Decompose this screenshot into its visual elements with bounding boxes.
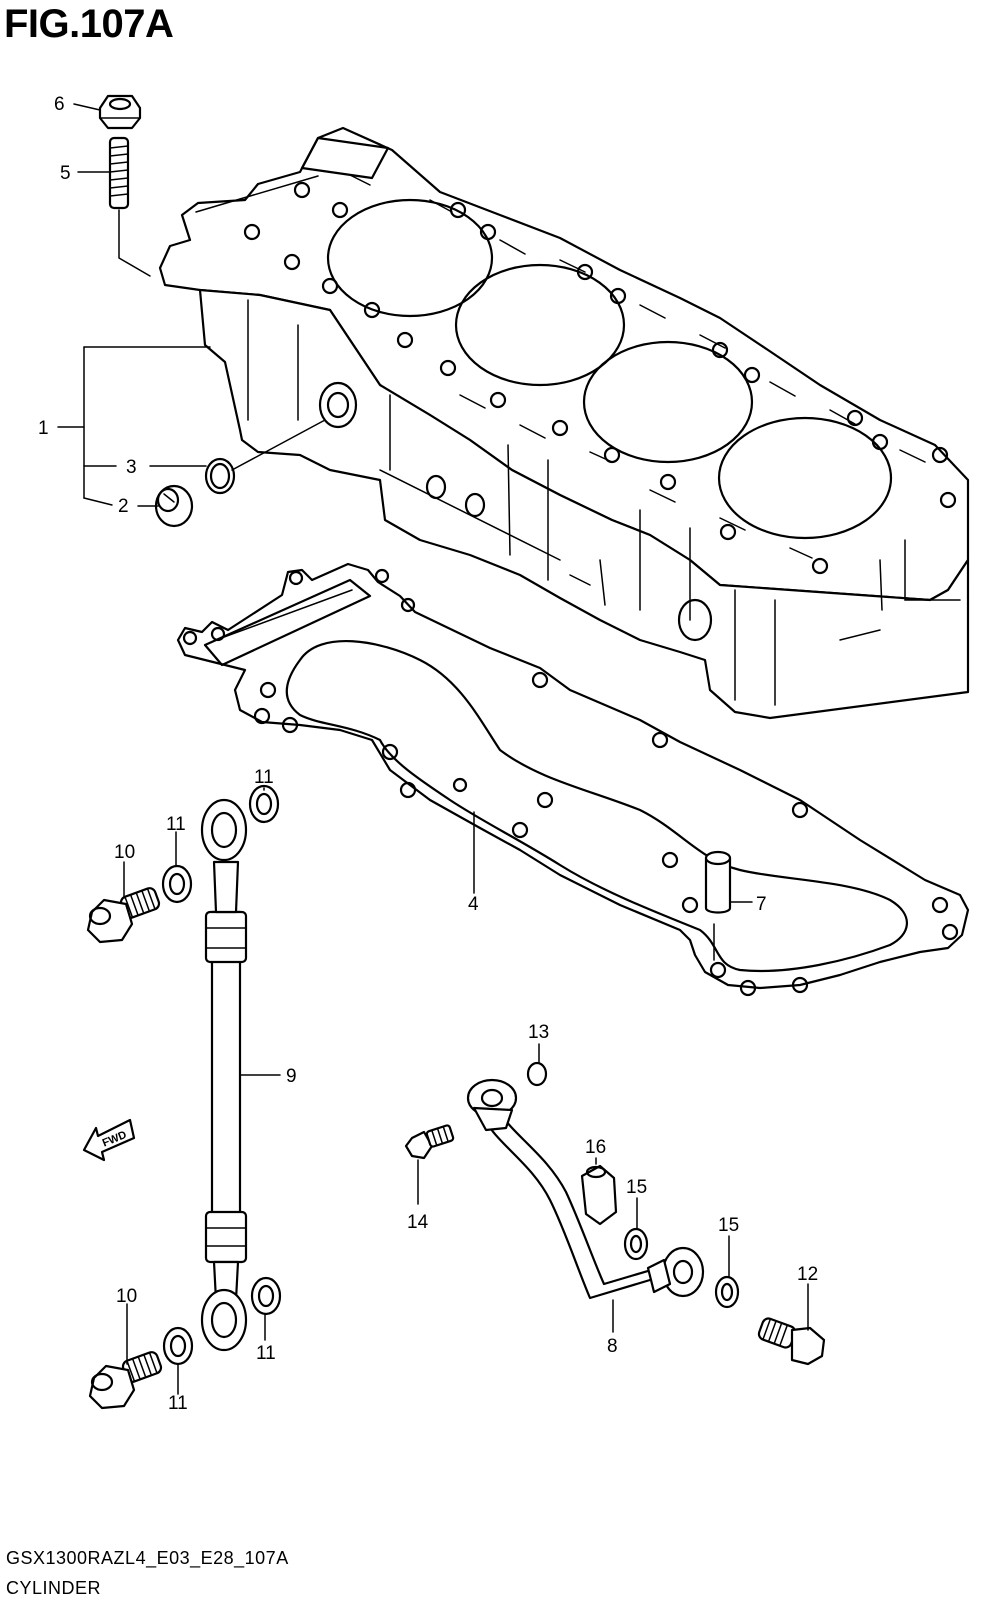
gasket-washer-upper-left[interactable] [161, 864, 193, 904]
callout-10-upper: 10 [114, 842, 135, 863]
callout-11-bottom: 11 [168, 1393, 188, 1414]
gasket-washer-lower-left[interactable] [162, 1326, 194, 1366]
callout-12: 12 [797, 1264, 818, 1285]
pipe-mounting-bolt[interactable] [404, 1124, 455, 1160]
fwd-arrow-icon: FWD [82, 1118, 136, 1162]
pipe-washer-left[interactable] [623, 1227, 649, 1261]
cylinder-block[interactable] [158, 126, 970, 720]
callout-1: 1 [38, 418, 49, 439]
callout-13: 13 [528, 1022, 549, 1043]
cylinder-stud[interactable] [108, 136, 130, 210]
oil-pipe[interactable] [466, 1078, 705, 1300]
callout-5: 5 [60, 163, 71, 184]
gasket-washer-lower-right[interactable] [250, 1276, 282, 1316]
figure-title: FIG.107A [4, 2, 174, 46]
cylinder-head-gasket[interactable] [176, 562, 970, 997]
dowel-pin[interactable] [704, 850, 732, 914]
callout-6: 6 [54, 94, 65, 115]
footer-section-name: CYLINDER [6, 1578, 102, 1598]
pipe-cap[interactable] [580, 1164, 618, 1226]
oil-gallery-plug[interactable] [154, 484, 194, 528]
callout-10-lower: 10 [116, 1286, 137, 1307]
o-ring[interactable] [204, 457, 236, 495]
callout-15-left: 15 [626, 1177, 647, 1198]
callout-labels: 6 5 1 3 2 4 7 11 11 10 9 10 11 11 13 14 … [38, 94, 818, 1414]
callout-2: 2 [118, 496, 129, 517]
callout-16: 16 [585, 1137, 606, 1158]
callout-11-upper-left: 11 [166, 814, 186, 835]
pipe-washer-right[interactable] [714, 1275, 740, 1309]
pipe-union-bolt[interactable] [757, 1317, 826, 1366]
oil-hose[interactable] [200, 798, 248, 1352]
pipe-o-ring[interactable] [526, 1061, 548, 1087]
callout-9: 9 [286, 1066, 297, 1087]
footer-model-code: GSX1300RAZL4_E03_E28_107A [6, 1548, 289, 1568]
callout-11-lower-right: 11 [256, 1343, 276, 1364]
callout-3: 3 [126, 457, 137, 478]
gasket-washer-upper-right[interactable] [248, 784, 280, 824]
callout-11-top: 11 [254, 767, 274, 788]
callout-4: 4 [468, 894, 479, 915]
callout-7: 7 [756, 894, 767, 915]
leader-lines [57, 103, 809, 1395]
callout-15-right: 15 [718, 1215, 739, 1236]
union-bolt-upper[interactable] [86, 887, 161, 944]
callout-8: 8 [607, 1336, 618, 1357]
union-bolt-lower[interactable] [88, 1351, 163, 1410]
cylinder-nut[interactable] [98, 94, 142, 130]
callout-14: 14 [407, 1212, 429, 1233]
